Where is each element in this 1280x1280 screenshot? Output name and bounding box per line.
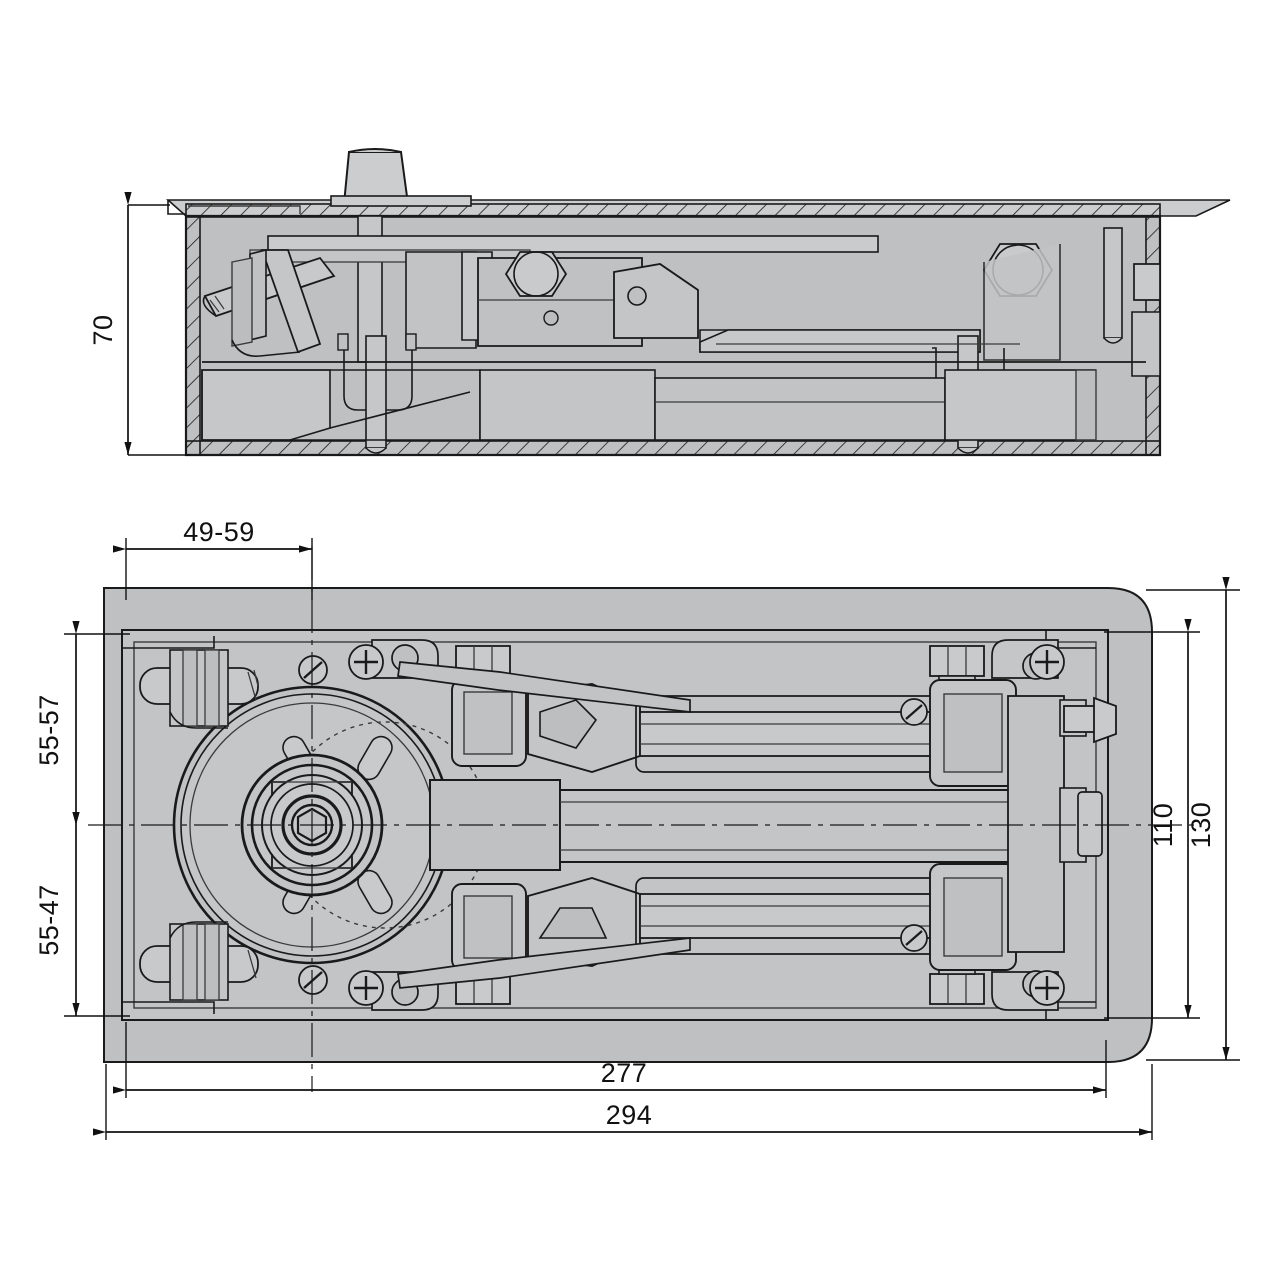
case-cover-hatch <box>185 203 1161 218</box>
dimension-label-70: 70 <box>88 314 118 345</box>
hydraulic-rail-taper <box>699 329 981 353</box>
hydraulic-cylinder-top <box>397 661 1017 787</box>
center-shaft <box>559 789 1061 863</box>
hex-nut-section-left <box>504 251 568 297</box>
latch-tongue <box>1077 791 1103 857</box>
plan-view: 49-59 55-57 55-47 110 130 <box>34 517 1240 1140</box>
cross-screw-top-left-slot <box>354 650 378 674</box>
hydraulic-cylinder-bottom <box>397 863 1017 989</box>
internal-pan-left <box>201 369 331 441</box>
cam-arm-left <box>231 248 322 357</box>
dimension-label-277: 277 <box>601 1058 648 1088</box>
internal-pan-far-right <box>944 369 1096 441</box>
mounting-screw-bottom-right <box>991 970 1065 1011</box>
cross-screw-bottom-right-slot <box>1035 976 1059 1000</box>
link-arm-bottom <box>397 937 691 989</box>
right-housing <box>983 244 1061 361</box>
case-wall-left-hatch <box>185 215 201 456</box>
dimension-55-47: 55-47 <box>34 812 130 1017</box>
piston-rod-bottom <box>639 893 941 939</box>
side-adjuster-nut <box>1133 263 1161 301</box>
pan-end-rib <box>1075 369 1097 441</box>
dimension-294: 294 <box>93 1064 1153 1140</box>
internal-top-plate <box>267 235 879 253</box>
link-arm-top <box>397 661 691 713</box>
anchor-bolt-right-tip <box>1103 337 1123 344</box>
center-divider <box>405 251 477 349</box>
side-adjuster-body <box>1131 311 1161 377</box>
cam-wedge-bottom-inner <box>538 907 608 939</box>
slotted-screw-top-slot <box>303 661 323 679</box>
pin-hole-left <box>543 310 559 326</box>
anchor-bolt-right-shaft <box>1103 227 1123 339</box>
dimension-70: 70 <box>88 192 190 456</box>
dimension-110: 110 <box>1104 619 1200 1019</box>
cam-wedge-top-inner <box>539 699 598 749</box>
internal-pan-mid <box>479 369 656 441</box>
dimension-130: 130 <box>1146 577 1240 1061</box>
spindle-boss-top <box>348 148 402 153</box>
side-hex-bolt-head <box>1093 696 1117 744</box>
case-wall-bottom-hatch <box>185 440 1161 456</box>
dimension-277: 277 <box>113 1022 1107 1098</box>
cross-screw-bottom-left-slot <box>354 976 378 1000</box>
dimension-label-294: 294 <box>606 1100 653 1130</box>
dimension-label-110: 110 <box>1148 803 1178 848</box>
side-valve-top-left <box>139 649 259 729</box>
dimension-55-57: 55-57 <box>34 621 130 825</box>
body-notch-top-left <box>121 630 215 649</box>
leveling-screw-left <box>337 333 417 454</box>
cross-screw-top-right-slot <box>1035 650 1059 674</box>
flange-detail-line <box>188 205 301 214</box>
slotted-screw-bottom-slot <box>303 971 323 989</box>
center-hub-block <box>429 779 561 871</box>
pan-slope-line <box>329 391 471 429</box>
side-valve-bottom-left <box>139 921 259 1001</box>
dimension-label-55-47: 55-47 <box>34 884 64 956</box>
dimension-label-55-57: 55-57 <box>34 694 64 766</box>
dimension-49-59: 49-59 <box>113 517 313 600</box>
spindle-boss-collar <box>330 195 472 207</box>
piston-rod-top <box>639 711 941 757</box>
body-notch-bottom-left <box>121 1001 215 1020</box>
section-view: 70 <box>88 148 1231 457</box>
pivot-bracket <box>613 263 699 339</box>
internal-pan-right <box>654 377 946 441</box>
mounting-screw-top-right <box>991 639 1065 680</box>
dimension-label-49-59: 49-59 <box>183 517 255 547</box>
dimension-label-130: 130 <box>1186 802 1216 849</box>
